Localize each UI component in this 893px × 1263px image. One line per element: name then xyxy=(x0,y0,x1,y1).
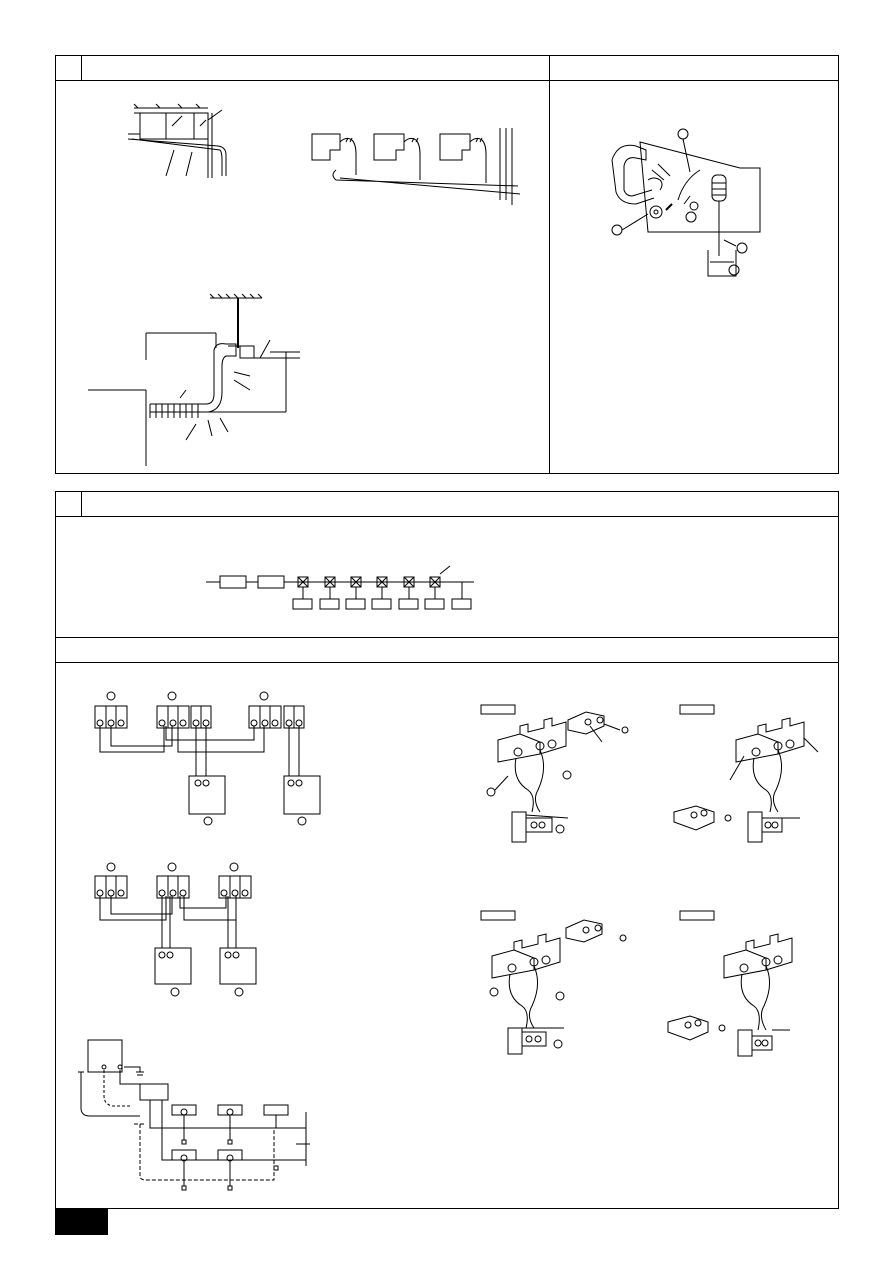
section-number-divider xyxy=(81,55,82,80)
electrical-work-section xyxy=(55,491,839,1209)
terminal-block-details xyxy=(480,704,819,1057)
drain-piping-section xyxy=(55,55,839,474)
drain-pipe-ceiling-figure xyxy=(127,103,227,178)
subsection-divider-bottom xyxy=(55,662,839,663)
subsection-divider-top xyxy=(55,637,839,638)
system-wiring-diagram xyxy=(78,1039,310,1191)
column-divider xyxy=(549,55,550,474)
section-number-divider-2 xyxy=(81,491,82,516)
section-header-divider xyxy=(55,80,839,81)
wiring-diagram-1 xyxy=(94,691,321,826)
section-header-divider-2 xyxy=(55,516,839,517)
drain-pipe-multi-unit-figure xyxy=(311,128,521,205)
page-number-block xyxy=(55,1209,108,1235)
drain-lift-up-figure xyxy=(88,293,300,466)
wiring-diagram-2 xyxy=(94,862,257,997)
drainage-test-figure xyxy=(611,128,761,277)
power-supply-block-diagram xyxy=(206,565,474,610)
